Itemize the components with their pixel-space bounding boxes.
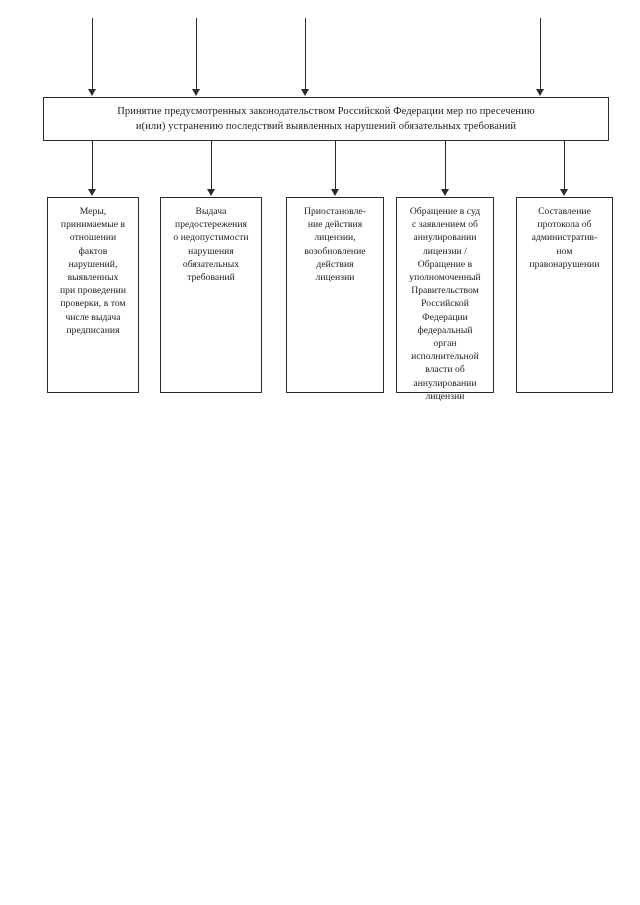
connector-to-box-4-line (445, 141, 446, 190)
text-line: лицензии (315, 272, 355, 284)
text-line: Обращение в суд (409, 206, 481, 217)
text-line: фактов (78, 245, 108, 257)
text-line: проверки, в том (60, 298, 126, 310)
inbound-arrow-3-line (305, 18, 306, 91)
outcome-box-warning: Выдача предостережения о недопустимости … (160, 197, 262, 393)
inbound-arrow-1-line (92, 18, 93, 91)
text-line: Составление (538, 206, 591, 217)
text-line: аннулировании (413, 377, 477, 389)
text-line: о недопустимости (173, 232, 249, 244)
outcome-box-administrative-protocol-text: Составление протокола об административ- … (521, 205, 608, 271)
text-line: нарушения (188, 245, 234, 257)
text-line: Меры, (79, 206, 107, 217)
outcome-box-court-appeal: Обращение в суд с заявлением об аннулиро… (396, 197, 494, 402)
outcome-box-court-appeal-text: Обращение в суд с заявлением об аннулиро… (401, 205, 489, 403)
connector-to-box-1-line (92, 141, 93, 190)
text-line: действия (316, 258, 354, 270)
text-line: административ- (531, 232, 598, 244)
text-line: требований (187, 272, 235, 284)
text-line: орган (433, 338, 457, 350)
connector-to-box-2-line (211, 141, 212, 190)
inbound-arrow-2-head (192, 89, 200, 96)
outcome-box-administrative-protocol: Составление протокола об административ- … (516, 197, 613, 393)
text-line: лицензии (425, 390, 465, 402)
banner-box: Принятие предусмотренных законодательств… (43, 97, 609, 141)
text-line: при проведении (59, 285, 127, 297)
text-line: власти об (425, 364, 465, 376)
text-line: Выдача (195, 206, 227, 217)
outcome-box-warning-text: Выдача предостережения о недопустимости … (165, 205, 257, 284)
text-line: Правительством (411, 285, 479, 297)
outcome-box-measures-text: Меры, принимаемые в отношении фактов нар… (52, 205, 134, 337)
connector-to-box-3-line (335, 141, 336, 190)
text-line: Обращение в (417, 258, 473, 270)
text-line: уполномоченный (409, 272, 481, 284)
connector-to-box-3-head (331, 189, 339, 196)
text-line: с заявлением об (412, 219, 478, 231)
text-line: аннулировании (413, 232, 477, 244)
text-line: Российской (421, 298, 469, 310)
inbound-arrow-4-head (536, 89, 544, 96)
text-line: протокола об (537, 219, 592, 231)
banner-line-2: и(или) устранению последствий выявленных… (135, 121, 517, 132)
text-line: ном (556, 245, 573, 257)
text-line: принимаемые в (60, 219, 126, 231)
text-line: предписания (66, 324, 120, 336)
inbound-arrow-3-head (301, 89, 309, 96)
banner-line-1: Принятие предусмотренных законодательств… (117, 106, 535, 117)
text-line: лицензии / (422, 245, 468, 257)
connector-to-box-2-head (207, 189, 215, 196)
inbound-arrow-1-head (88, 89, 96, 96)
text-line: правонарушении (529, 258, 600, 270)
connector-to-box-5-head (560, 189, 568, 196)
text-line: федеральный (417, 324, 473, 336)
text-line: предостережения (175, 219, 247, 231)
text-line: числе выдача (65, 311, 121, 323)
outcome-box-license-suspension: Приостановле- ние действия лицензии, воз… (286, 197, 384, 393)
outcome-box-measures: Меры, принимаемые в отношении фактов нар… (47, 197, 139, 393)
connector-to-box-1-head (88, 189, 96, 196)
text-line: ние действия (307, 219, 363, 231)
text-line: исполнительной (411, 351, 479, 363)
text-line: отношении (69, 232, 117, 244)
text-line: лицензии, (314, 232, 356, 244)
connector-to-box-4-head (441, 189, 449, 196)
text-line: Федерации (422, 311, 468, 323)
text-line: возобновление (304, 245, 366, 257)
text-line: выявленных (67, 272, 119, 284)
text-line: Приостановле- (304, 206, 366, 217)
banner-text: Принятие предусмотренных законодательств… (99, 104, 553, 134)
text-line: нарушений, (68, 258, 118, 270)
inbound-arrow-4-line (540, 18, 541, 91)
outcome-box-license-suspension-text: Приостановле- ние действия лицензии, воз… (291, 205, 379, 284)
text-line: обязательных (182, 258, 240, 270)
inbound-arrow-2-line (196, 18, 197, 91)
connector-to-box-5-line (564, 141, 565, 190)
